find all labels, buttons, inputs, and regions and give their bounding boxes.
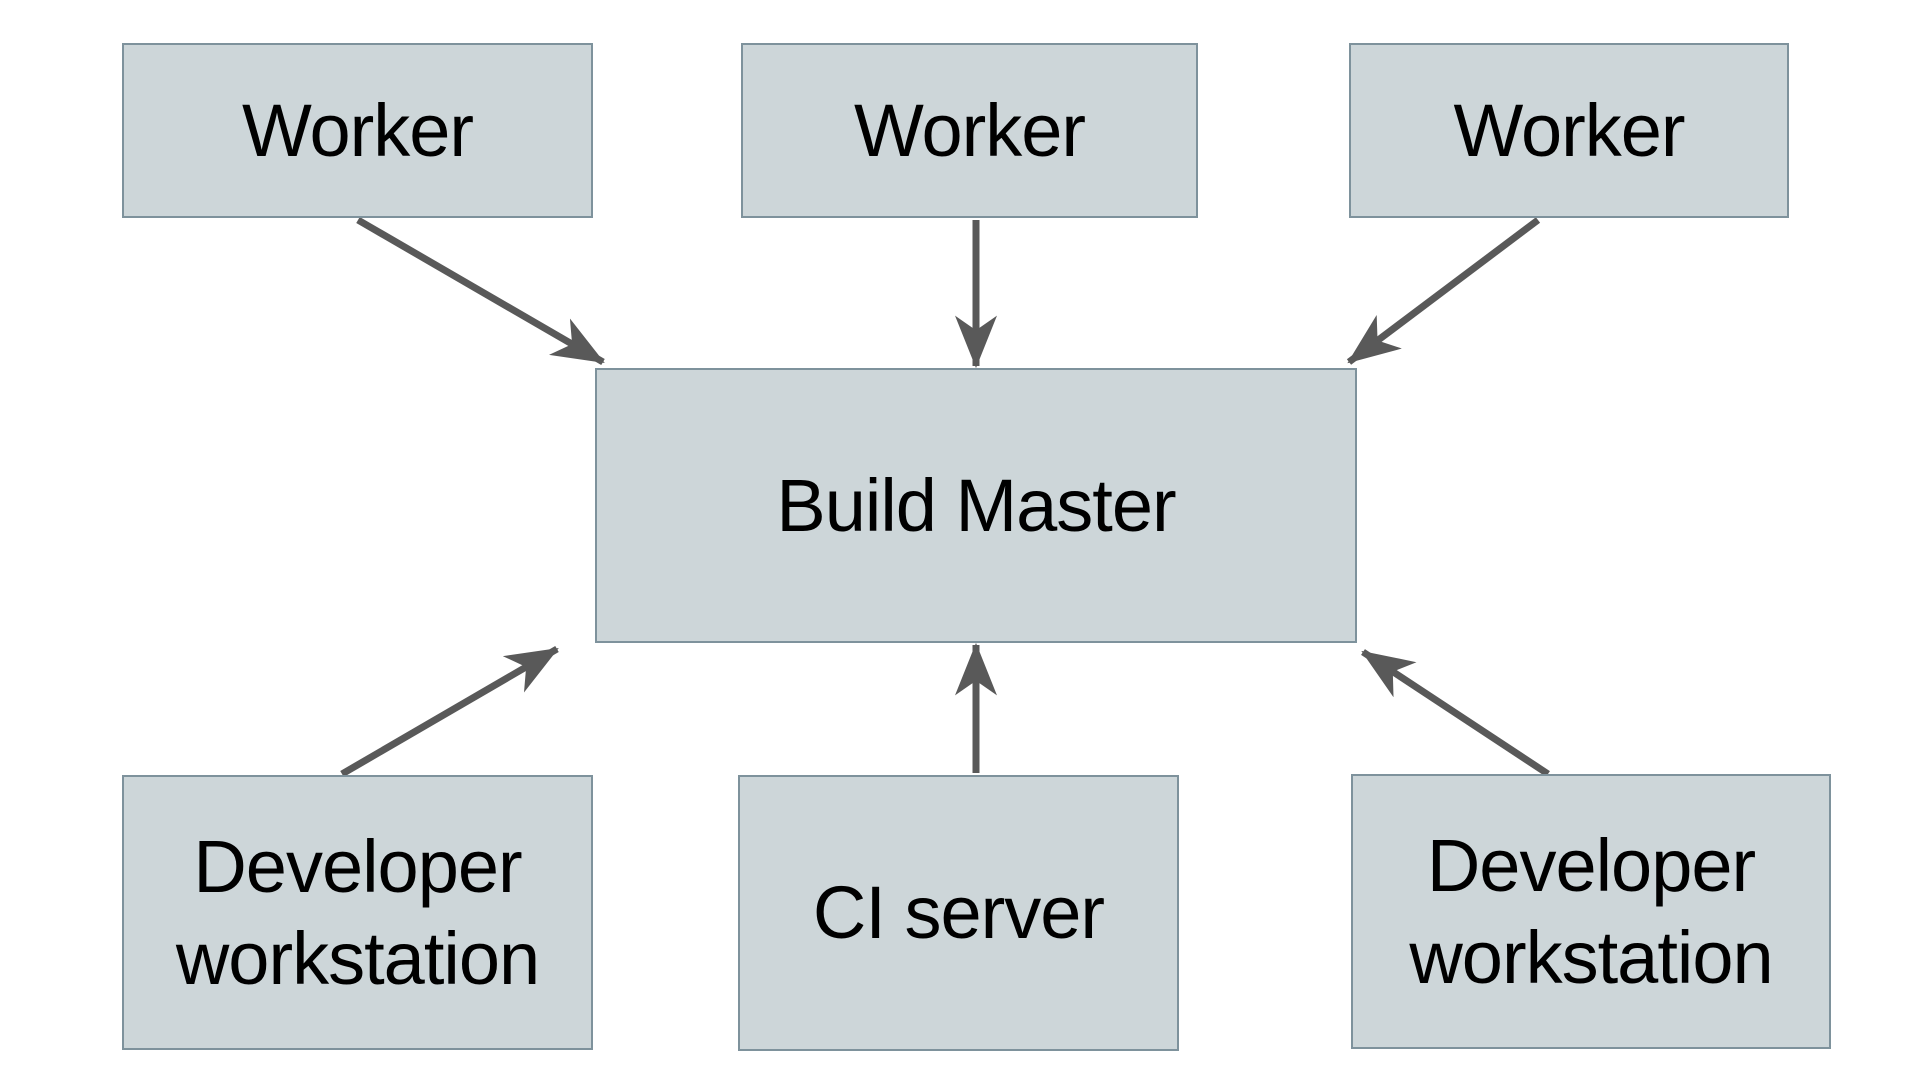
node-worker-3: Worker: [1349, 43, 1789, 218]
node-label-developer-workstation-1: Developer workstation: [175, 824, 540, 1000]
node-build-master: Build Master: [595, 368, 1357, 643]
node-label-ci-server: CI server: [812, 871, 1105, 955]
node-worker-2: Worker: [741, 43, 1198, 218]
node-label-developer-workstation-2: Developer workstation: [1409, 823, 1773, 999]
node-label-build-master: Build Master: [776, 463, 1176, 547]
node-label-worker-2: Worker: [853, 88, 1086, 172]
arrow-worker-1--to--build-master: [356, 216, 605, 366]
node-developer-workstation-2: Developer workstation: [1351, 774, 1831, 1049]
node-developer-workstation-1: Developer workstation: [122, 775, 593, 1050]
arrow-worker-3--to--build-master: [1346, 217, 1541, 365]
arrow-developer-workstation-1--to--build-master: [340, 645, 559, 778]
node-ci-server: CI server: [738, 775, 1179, 1051]
node-label-worker-3: Worker: [1453, 88, 1685, 172]
node-worker-1: Worker: [122, 43, 593, 218]
arrow-developer-workstation-2--to--build-master: [1361, 649, 1550, 777]
node-label-worker-1: Worker: [241, 88, 474, 172]
